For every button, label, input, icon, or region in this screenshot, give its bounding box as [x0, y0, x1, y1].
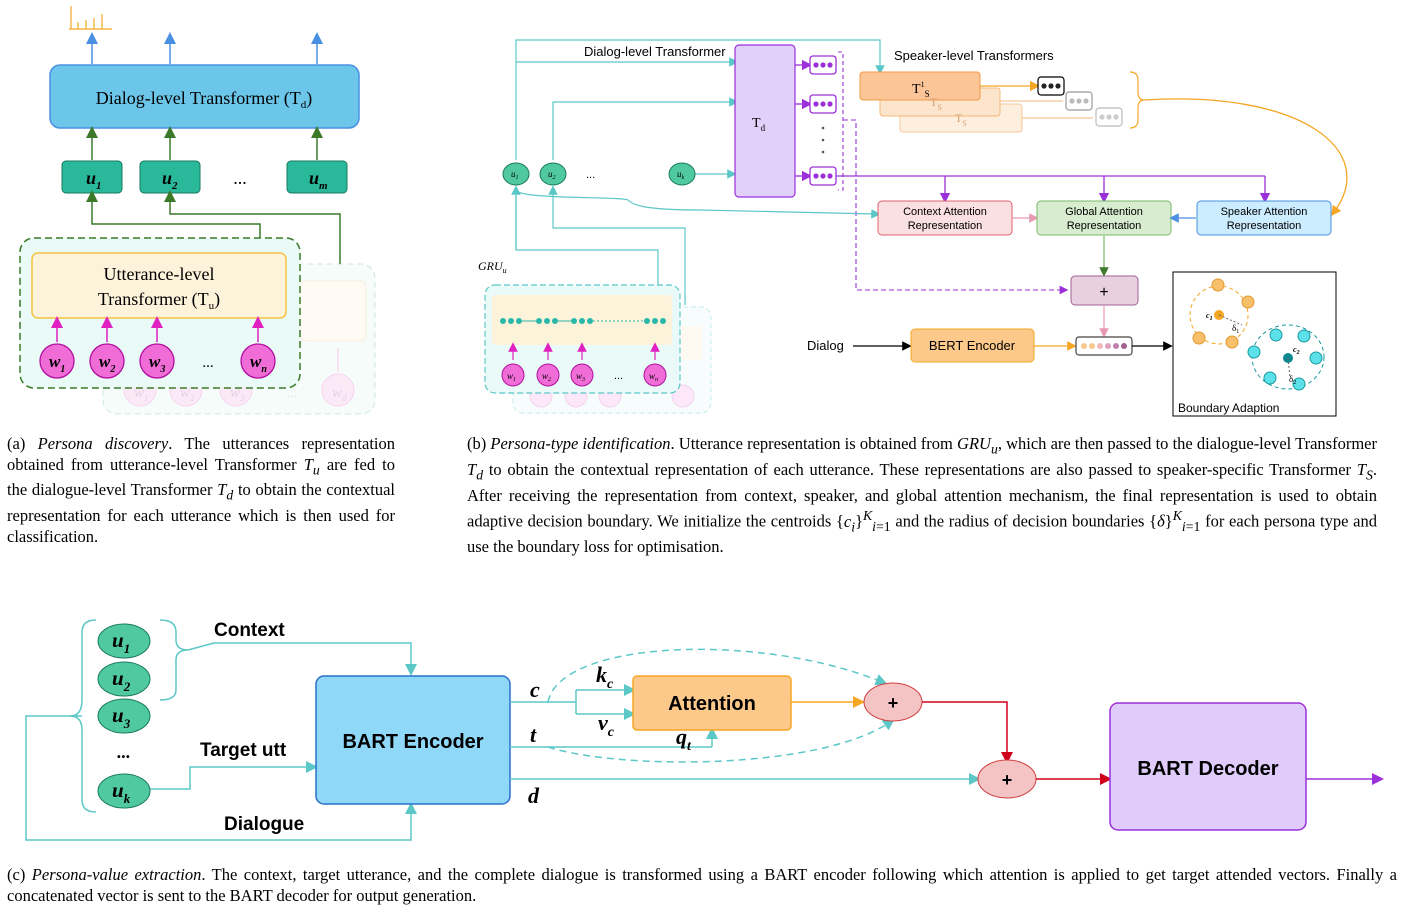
svg-text:...: ...: [202, 355, 213, 371]
svg-text:uk: uk: [677, 169, 685, 181]
svg-text:...: ...: [117, 742, 131, 762]
speaker-attention-box: Speaker Attention Representation: [1196, 200, 1332, 236]
svg-text:w3: w3: [576, 371, 585, 383]
svg-text:BART Decoder: BART Decoder: [1137, 758, 1278, 780]
dialog-level-transformer-label: Dialog-level Transformer (Td): [96, 88, 312, 111]
svg-text:Attention: Attention: [668, 693, 756, 715]
svg-text:u2: u2: [112, 666, 131, 694]
svg-text:Boundary Adaption: Boundary Adaption: [1178, 401, 1279, 415]
final-representation-vector: [1075, 336, 1133, 356]
svg-text:TS: TS: [955, 111, 967, 128]
svg-text:wn: wn: [649, 371, 658, 383]
svg-text:Global Attention: Global Attention: [1065, 206, 1143, 218]
svg-text:δ2: δ2: [1289, 374, 1296, 386]
svg-text:uk: uk: [112, 778, 131, 806]
t-label: t: [530, 722, 537, 747]
context-attention-box: Context Attention Representation: [877, 200, 1013, 236]
panel-c-u-nodes: u1 u2 u3 uk ...: [97, 623, 151, 809]
output-histogram-icon: [69, 6, 112, 30]
td-output-vectors: [809, 55, 837, 186]
u2-node: u2: [139, 160, 201, 194]
caption-b: (b) Persona-type identification. Utteran…: [467, 434, 1377, 557]
svg-text:+: +: [1099, 284, 1108, 301]
target-utt-label: Target utt: [200, 740, 287, 761]
svg-text:BERT Encoder: BERT Encoder: [929, 338, 1016, 353]
dialogue-label: Dialogue: [224, 814, 304, 835]
panel-c: u1 u2 u3 uk ... Context Target utt Dialo…: [25, 619, 1384, 841]
svg-text:u1: u1: [511, 169, 519, 181]
svg-text:Representation: Representation: [1067, 220, 1142, 232]
u1-node: u1: [61, 160, 123, 194]
d-label: d: [528, 783, 540, 808]
bart-decoder-box: BART Decoder: [1109, 702, 1307, 831]
caption-c: (c) Persona-value extraction. The contex…: [7, 865, 1398, 905]
svg-text:Td: Td: [752, 116, 766, 133]
svg-text:Representation: Representation: [1227, 220, 1302, 232]
svg-text:...: ...: [614, 370, 623, 382]
svg-text:δ1: δ1: [1232, 323, 1239, 335]
svg-text:BART Encoder: BART Encoder: [342, 731, 483, 753]
caption-a: (a) Persona discovery. The utterances re…: [7, 434, 395, 546]
utterance-level-transformer-line2: Transformer (Tu): [98, 289, 220, 312]
boundary-adaption-panel: c1 δ1 c2 δ2 Boundary Adaption: [1172, 271, 1337, 417]
kc-label: kc: [596, 662, 614, 692]
svg-text:+: +: [888, 693, 899, 713]
panel-b-plus-node: +: [1070, 275, 1139, 306]
panel-b-u-nodes: u1 u2 uk ...: [502, 162, 696, 186]
svg-text:w3: w3: [149, 352, 165, 375]
dialog-input-label: Dialog: [807, 338, 844, 353]
svg-text:+: +: [1002, 770, 1013, 790]
bert-encoder-box: BERT Encoder: [910, 328, 1035, 363]
svg-text:TS: TS: [930, 95, 942, 112]
svg-text:wn: wn: [250, 352, 267, 375]
svg-text:Context Attention: Context Attention: [903, 206, 987, 218]
attention-box: Attention: [632, 675, 792, 731]
speaker-output-vectors: [1037, 76, 1123, 127]
um-node: um: [286, 160, 348, 194]
word-nodes: w1 w2 w3 wn ...: [39, 343, 276, 379]
c-label: c: [530, 677, 540, 702]
vc-label: vc: [598, 710, 615, 740]
svg-text:c2: c2: [1293, 345, 1300, 356]
bart-encoder-box: BART Encoder: [315, 675, 511, 805]
context-label: Context: [214, 620, 285, 641]
plus-node-2: +: [977, 759, 1037, 799]
qt-label: qt: [676, 724, 692, 754]
panel-b: Dialog-level Transformer Speaker-level T…: [478, 39, 1348, 417]
u-ellipsis: ...: [233, 168, 247, 188]
svg-text:w2: w2: [542, 371, 551, 383]
svg-text:u2: u2: [548, 169, 556, 181]
svg-text:T1S: T1S: [912, 80, 930, 99]
panel-a: Dialog-level Transformer (Td) u1 u2 ... …: [19, 6, 376, 415]
svg-text:...: ...: [287, 385, 297, 400]
svg-text:c1: c1: [1206, 311, 1213, 322]
svg-text:w2: w2: [99, 352, 115, 375]
svg-text:u3: u3: [112, 703, 131, 731]
svg-text:u1: u1: [86, 168, 102, 192]
svg-text:u1: u1: [112, 628, 130, 656]
td-box: [734, 44, 796, 198]
gru-front: w1 w2 w3 wn ...: [484, 284, 681, 394]
utterance-level-transformer-line1: Utterance-level: [104, 264, 215, 284]
dialog-level-transformer-box: [49, 64, 360, 129]
svg-text:um: um: [309, 168, 328, 192]
plus-node-1: +: [863, 682, 923, 722]
speaker-transformers: T1S TS TS: [859, 71, 1023, 133]
svg-text:u2: u2: [162, 168, 178, 192]
svg-text:w1: w1: [507, 371, 516, 383]
svg-text:Representation: Representation: [908, 220, 983, 232]
svg-text:Speaker Attention: Speaker Attention: [1221, 206, 1308, 218]
dialog-level-transformer-title: Dialog-level Transformer: [584, 44, 726, 59]
svg-text:...: ...: [586, 169, 595, 181]
speaker-level-transformers-title: Speaker-level Transformers: [894, 48, 1054, 63]
gru-label: GRUu: [478, 259, 507, 275]
svg-text:w1: w1: [49, 352, 65, 375]
global-attention-box: Global Attention Representation: [1036, 200, 1172, 236]
